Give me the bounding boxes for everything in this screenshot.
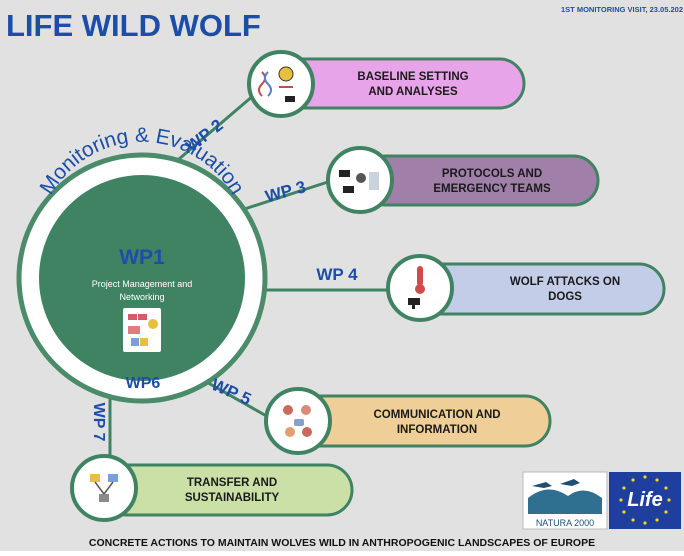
wp2-title-line2: AND ANALYSES bbox=[368, 86, 458, 98]
wp4-tag: WP 4 bbox=[316, 265, 358, 284]
footer-tagline: CONCRETE ACTIONS TO MAINTAIN WOLVES WILD… bbox=[89, 537, 595, 549]
wolf-thermometer-icon bbox=[386, 254, 454, 322]
wp4-title-line1: WOLF ATTACKS ON bbox=[510, 276, 620, 288]
hub-subtitle-line2: Networking bbox=[119, 292, 164, 302]
wp3-title-line1: PROTOCOLS AND bbox=[442, 168, 542, 180]
wp5-box: COMMUNICATION AND INFORMATION bbox=[264, 387, 552, 455]
wp3-title-line2: EMERGENCY TEAMS bbox=[433, 183, 551, 195]
dna-research-icon bbox=[247, 50, 315, 118]
wp2-box: BASELINE SETTING AND ANALYSES bbox=[247, 50, 526, 118]
natura2000-logo: NATURA 2000 bbox=[522, 471, 608, 530]
wp6-tag: WP6 bbox=[126, 375, 161, 392]
wp3-box: PROTOCOLS AND EMERGENCY TEAMS bbox=[326, 146, 600, 214]
network-transfer-icon bbox=[70, 454, 138, 522]
hub-inner-disc bbox=[39, 175, 245, 381]
hub-subtitle-line1: Project Management and bbox=[92, 279, 193, 289]
wp7-tag: WP 7 bbox=[90, 403, 107, 442]
wp2-title-line1: BASELINE SETTING bbox=[357, 71, 468, 83]
wp5-title-line1: COMMUNICATION AND bbox=[373, 409, 500, 421]
hub-circle: Monitoring & Evaluation WP1 Project Mana… bbox=[16, 124, 268, 404]
wp7-title-line2: SUSTAINABILITY bbox=[185, 492, 280, 504]
wp4-title-line2: DOGS bbox=[548, 291, 582, 303]
wp7-title-line1: TRANSFER AND bbox=[187, 477, 277, 489]
natura-label: NATURA 2000 bbox=[536, 518, 594, 528]
people-talking-icon bbox=[264, 387, 332, 455]
hub-title: WP1 bbox=[119, 246, 165, 269]
wolf-dog-team-icon bbox=[326, 146, 394, 214]
visit-label: 1ST MONITORING VISIT, 23.05.202 bbox=[561, 5, 683, 14]
wp4-box: WOLF ATTACKS ON DOGS bbox=[386, 254, 666, 322]
wp3-tag: WP 3 bbox=[263, 177, 308, 206]
management-icon bbox=[123, 308, 161, 352]
life-eu-logo: Life bbox=[609, 472, 681, 529]
eu-stars-icon bbox=[619, 475, 671, 525]
wp7-box: TRANSFER AND SUSTAINABILITY bbox=[70, 454, 354, 522]
life-label: Life bbox=[627, 489, 663, 511]
page-title: LIFE WILD WOLF bbox=[6, 8, 261, 43]
wp5-title-line2: INFORMATION bbox=[397, 424, 477, 436]
connector-wp2 bbox=[171, 93, 255, 167]
wp5-tag: WP 5 bbox=[209, 375, 254, 409]
